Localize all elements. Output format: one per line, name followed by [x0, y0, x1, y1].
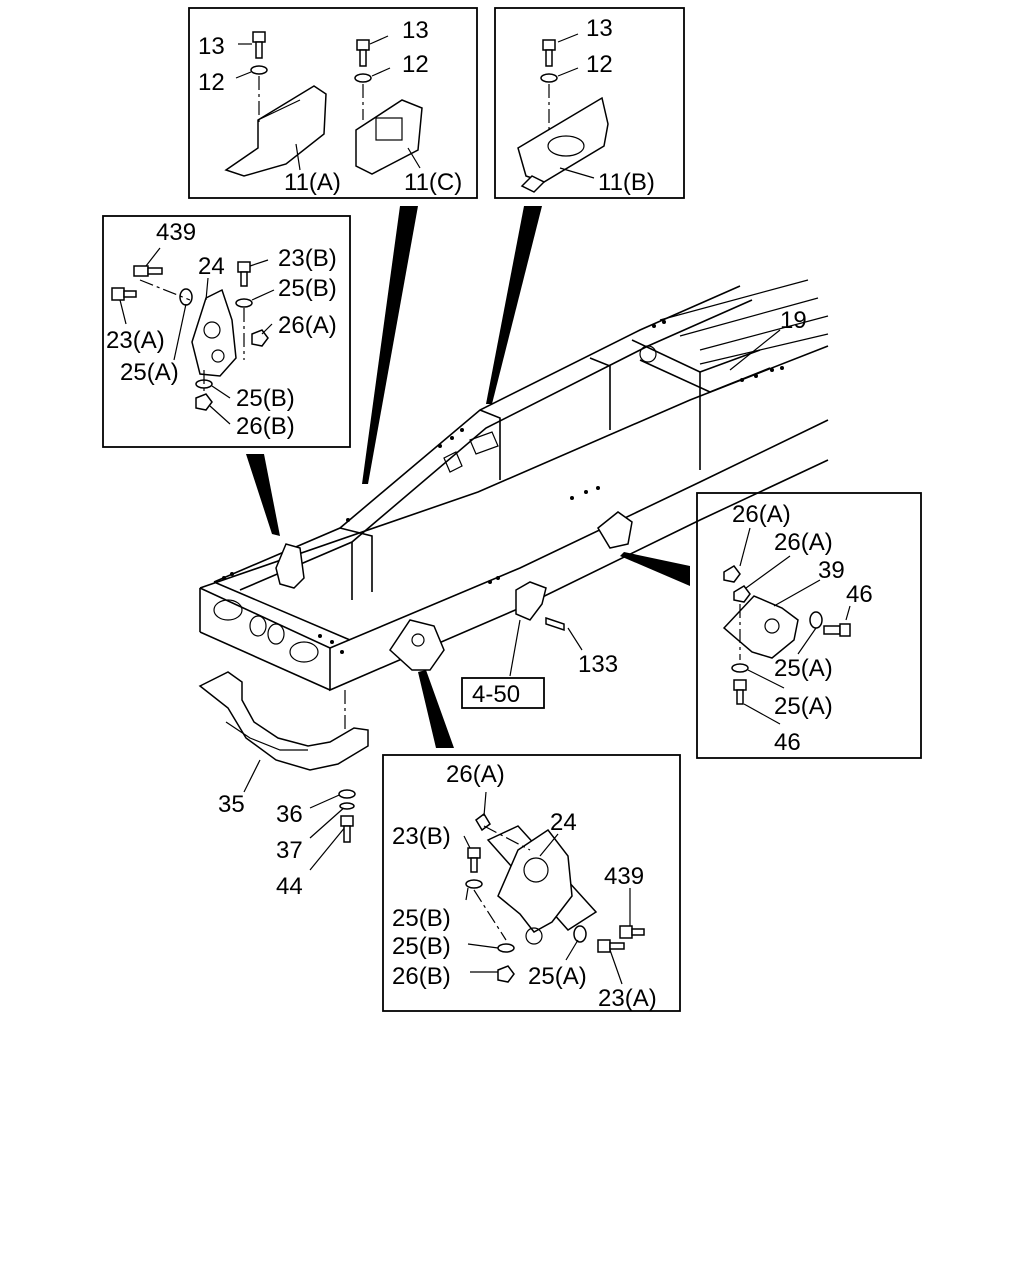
label-25a: 25(A) [120, 359, 179, 386]
label-439: 439 [604, 863, 644, 890]
label-25b: 25(B) [236, 385, 295, 412]
label-26a: 26(A) [446, 761, 505, 788]
label-11b: 11(B) [598, 169, 655, 196]
chassis-frame [199, 279, 829, 760]
right-hanger-bracket [597, 511, 633, 549]
pointer-wedge-left [246, 454, 280, 536]
label-26a: 26(A) [278, 312, 337, 339]
label-13: 13 [586, 15, 613, 42]
callout-labels: 13 12 13 12 11(A) 11(C) 13 12 11(B) 439 … [106, 15, 873, 1012]
label-11a: 11(A) [284, 169, 341, 196]
bolt-44 [340, 815, 354, 843]
label-133: 133 [578, 651, 618, 678]
pointer-wedge-bottom [418, 670, 454, 748]
label-25a: 25(A) [774, 693, 833, 720]
label-25b: 25(B) [392, 905, 451, 932]
detail-box-11a-11c [188, 7, 478, 199]
label-23b: 23(B) [278, 245, 337, 272]
label-13: 13 [402, 17, 429, 44]
label-439: 439 [156, 219, 196, 246]
crossmember-35 [198, 671, 369, 871]
lock-washer-37 [339, 802, 355, 810]
label-13: 13 [198, 33, 225, 60]
front-hanger-bracket [275, 543, 305, 589]
detail-box-11b [494, 7, 685, 199]
label-26b: 26(B) [392, 963, 451, 990]
label-44: 44 [276, 873, 303, 900]
label-24: 24 [198, 253, 225, 280]
label-25a: 25(A) [528, 963, 587, 990]
label-23a: 23(A) [598, 985, 657, 1012]
label-26a: 26(A) [774, 529, 833, 556]
label-26a: 26(A) [732, 501, 791, 528]
pointer-wedge-11a [362, 206, 418, 484]
label-26b: 26(B) [236, 413, 295, 440]
label-25b: 25(B) [278, 275, 337, 302]
label-37: 37 [276, 837, 303, 864]
label-12: 12 [586, 51, 613, 78]
label-39: 39 [818, 557, 845, 584]
detail-box-hanger-right [696, 492, 922, 759]
label-25b: 25(B) [392, 933, 451, 960]
label-12: 12 [198, 69, 225, 96]
rear-hanger-bracket [389, 619, 445, 671]
label-24: 24 [550, 809, 577, 836]
detail-box-hanger-bottom [382, 754, 681, 1012]
bracket-133-assembly [509, 581, 583, 677]
label-35: 35 [218, 791, 245, 818]
label-36: 36 [276, 801, 303, 828]
label-19: 19 [780, 307, 807, 334]
detail-box-hanger-left [102, 215, 351, 448]
label-11c: 11(C) [404, 169, 462, 196]
label-46: 46 [846, 581, 873, 608]
reference-label: 4-50 [472, 681, 520, 708]
washer-36 [338, 789, 356, 799]
label-23b: 23(B) [392, 823, 451, 850]
pointer-wedge-11b [486, 206, 542, 404]
label-46: 46 [774, 729, 801, 756]
pointer-wedge-right [620, 552, 690, 586]
label-25a: 25(A) [774, 655, 833, 682]
reference-box [461, 677, 545, 709]
label-12: 12 [402, 51, 429, 78]
label-23a: 23(A) [106, 327, 165, 354]
